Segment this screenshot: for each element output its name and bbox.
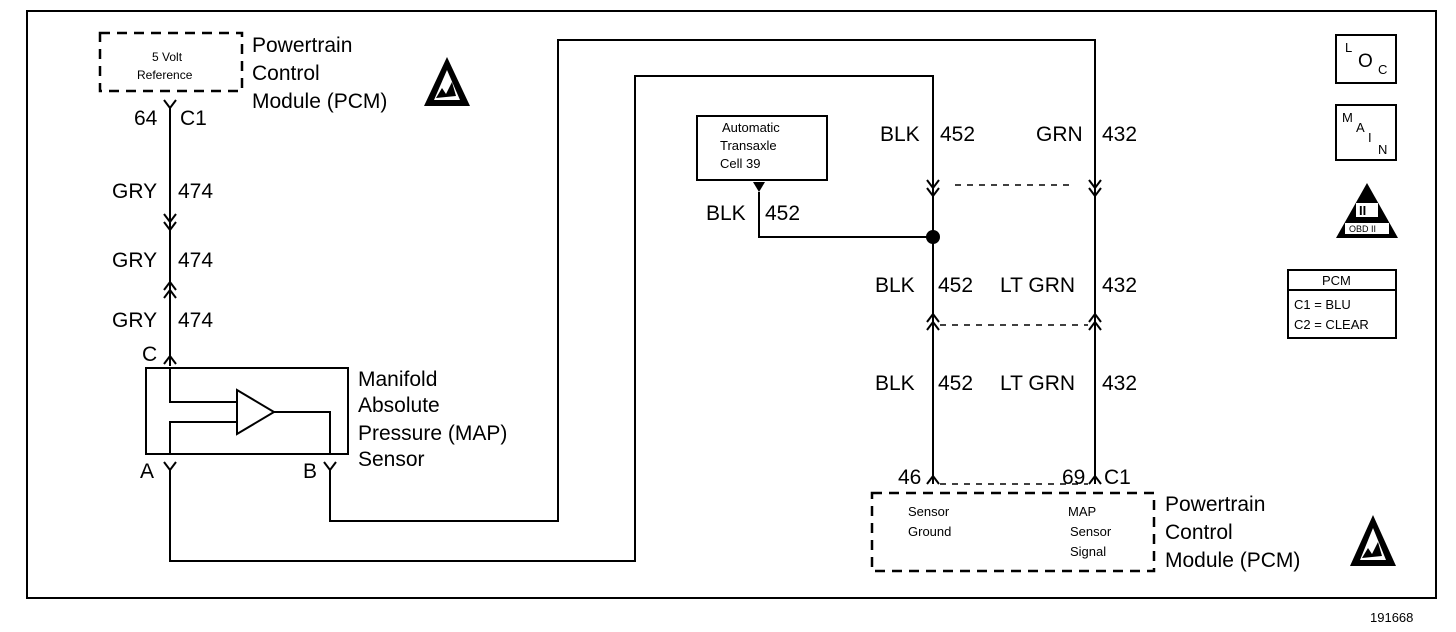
signal-route-wire xyxy=(329,39,1096,522)
obd-roman-numeral: II xyxy=(1359,203,1366,218)
main-letter-m: M xyxy=(1342,110,1353,125)
pcm-legend-title: PCM xyxy=(1322,273,1351,288)
connector-pin-symbol xyxy=(323,461,337,472)
wire-color-label: BLK xyxy=(875,274,915,297)
auto-transaxle-line1: Automatic xyxy=(722,120,780,135)
inline-connector-symbol xyxy=(1088,179,1102,198)
top-pcm-pin: 64 xyxy=(134,107,158,130)
sensor-ground-line1: Sensor xyxy=(908,504,950,519)
wire-color-label: GRN xyxy=(1036,123,1083,146)
wire-circuit-label: 474 xyxy=(178,249,213,272)
blk-452-wire: BLK 452 BLK 452 BLK 452 xyxy=(875,123,975,485)
obd-label: OBD II xyxy=(1349,224,1376,234)
splice-point xyxy=(926,230,940,244)
map-sensor: C Manifold Absolute Pressure (MAP) Senso… xyxy=(140,343,507,483)
diagram-frame xyxy=(26,10,1437,599)
inline-connector-symbol xyxy=(163,213,177,232)
main-icon: M A I N xyxy=(1335,104,1397,161)
auto-transaxle-line2: Transaxle xyxy=(720,138,777,153)
ground-route-wire xyxy=(169,75,934,562)
map-pin-b-label: B xyxy=(303,460,317,483)
wire-circuit-label: 432 xyxy=(1102,274,1137,297)
top-pcm-label-line1: Powertrain xyxy=(252,34,352,57)
loc-letter-l: L xyxy=(1345,40,1352,55)
pcm-legend-row1: C1 = BLU xyxy=(1294,297,1351,312)
connector-pin-symbol xyxy=(163,461,177,472)
figure-number: 191668 xyxy=(1370,610,1413,625)
reference-label-line1: 5 Volt xyxy=(152,50,183,64)
wire-circuit-label: 474 xyxy=(178,180,213,203)
bottom-pcm-label-line1: Powertrain xyxy=(1165,493,1265,516)
wire-circuit-label: 432 xyxy=(1102,123,1137,146)
map-label-line4: Sensor xyxy=(358,448,425,471)
map-sensor-box xyxy=(145,367,349,455)
wire-color-label: GRY xyxy=(112,180,157,203)
sensor-ground-line2: Ground xyxy=(908,524,951,539)
main-letter-n: N xyxy=(1378,142,1387,157)
main-letter-i: I xyxy=(1368,130,1372,145)
top-pcm-connector: C1 xyxy=(180,107,207,130)
wire-color-label: BLK xyxy=(875,372,915,395)
amplifier-symbol xyxy=(236,388,276,436)
loc-letter-o: O xyxy=(1358,51,1373,72)
top-pcm: 5 Volt Reference Powertrain Control Modu… xyxy=(98,31,470,130)
auto-transaxle-box xyxy=(696,115,828,181)
top-pcm-dashed-box xyxy=(98,31,244,93)
bottom-pcm-pin-signal: 69 xyxy=(1062,466,1085,489)
esd-warning-icon xyxy=(1350,515,1396,566)
wire-circuit-label: 452 xyxy=(940,123,975,146)
wire-color-label: GRY xyxy=(112,249,157,272)
map-label-line3: Pressure (MAP) xyxy=(358,422,507,445)
map-signal-line3: Signal xyxy=(1070,544,1106,559)
wire-circuit-label: 452 xyxy=(765,202,800,225)
auto-transaxle-line3: Cell 39 xyxy=(720,156,760,171)
wire-circuit-label: 474 xyxy=(178,309,213,332)
wire-color-label: LT GRN xyxy=(1000,372,1075,395)
pcm-legend-row2: C2 = CLEAR xyxy=(1294,317,1369,332)
obd-ii-icon: II OBD II xyxy=(1336,183,1398,238)
connector-pin-symbol xyxy=(1088,474,1102,485)
inline-connector-symbol xyxy=(163,280,177,299)
bottom-pcm-label-line2: Control xyxy=(1165,521,1233,544)
inline-connector-symbol xyxy=(926,312,940,331)
gry-474-wire: GRY 474 GRY 474 GRY 474 xyxy=(112,108,213,366)
connector-pin-symbol xyxy=(926,474,940,485)
wire-color-label: LT GRN xyxy=(1000,274,1075,297)
bottom-pcm-connector: C1 xyxy=(1104,466,1131,489)
wire-circuit-label: 432 xyxy=(1102,372,1137,395)
wire-color-label: GRY xyxy=(112,309,157,332)
inline-connector-symbol xyxy=(1088,312,1102,331)
bottom-pcm-label-line3: Module (PCM) xyxy=(1165,549,1300,572)
map-pin-c-label: C xyxy=(142,343,157,366)
connector-pin-symbol xyxy=(753,182,765,192)
loc-letter-c: C xyxy=(1378,62,1387,77)
map-label-line2: Absolute xyxy=(358,394,440,417)
wire-circuit-label: 452 xyxy=(938,274,973,297)
esd-warning-icon xyxy=(424,57,470,106)
top-pcm-label-line3: Module (PCM) xyxy=(252,90,387,113)
connector-pin-symbol xyxy=(163,354,177,365)
bottom-pcm-pin-ground: 46 xyxy=(898,466,921,489)
reference-label-line2: Reference xyxy=(137,68,193,82)
wire-color-label: BLK xyxy=(706,202,746,225)
pcm-connector-legend: PCM C1 = BLU C2 = CLEAR xyxy=(1287,269,1397,339)
bottom-pcm: 46 69 C1 Sensor Ground MAP Sensor Signal… xyxy=(870,466,1396,573)
location-icon: L O C xyxy=(1335,34,1397,84)
main-letter-a: A xyxy=(1356,120,1365,135)
map-pin-a-label: A xyxy=(140,460,154,483)
bottom-pcm-dashed-box xyxy=(870,491,1156,573)
map-label-line1: Manifold xyxy=(358,368,437,391)
map-signal-line1: MAP xyxy=(1068,504,1096,519)
inline-connector-symbol xyxy=(926,179,940,198)
top-pcm-label-line2: Control xyxy=(252,62,320,85)
wire-color-label: BLK xyxy=(880,123,920,146)
connector-pin-symbol xyxy=(163,99,177,110)
map-signal-line2: Sensor xyxy=(1070,524,1112,539)
grn-432-wire: GRN 432 LT GRN 432 LT GRN 432 xyxy=(1000,123,1137,485)
wire-circuit-label: 452 xyxy=(938,372,973,395)
auto-transaxle: Automatic Transaxle Cell 39 BLK 452 xyxy=(696,115,933,238)
